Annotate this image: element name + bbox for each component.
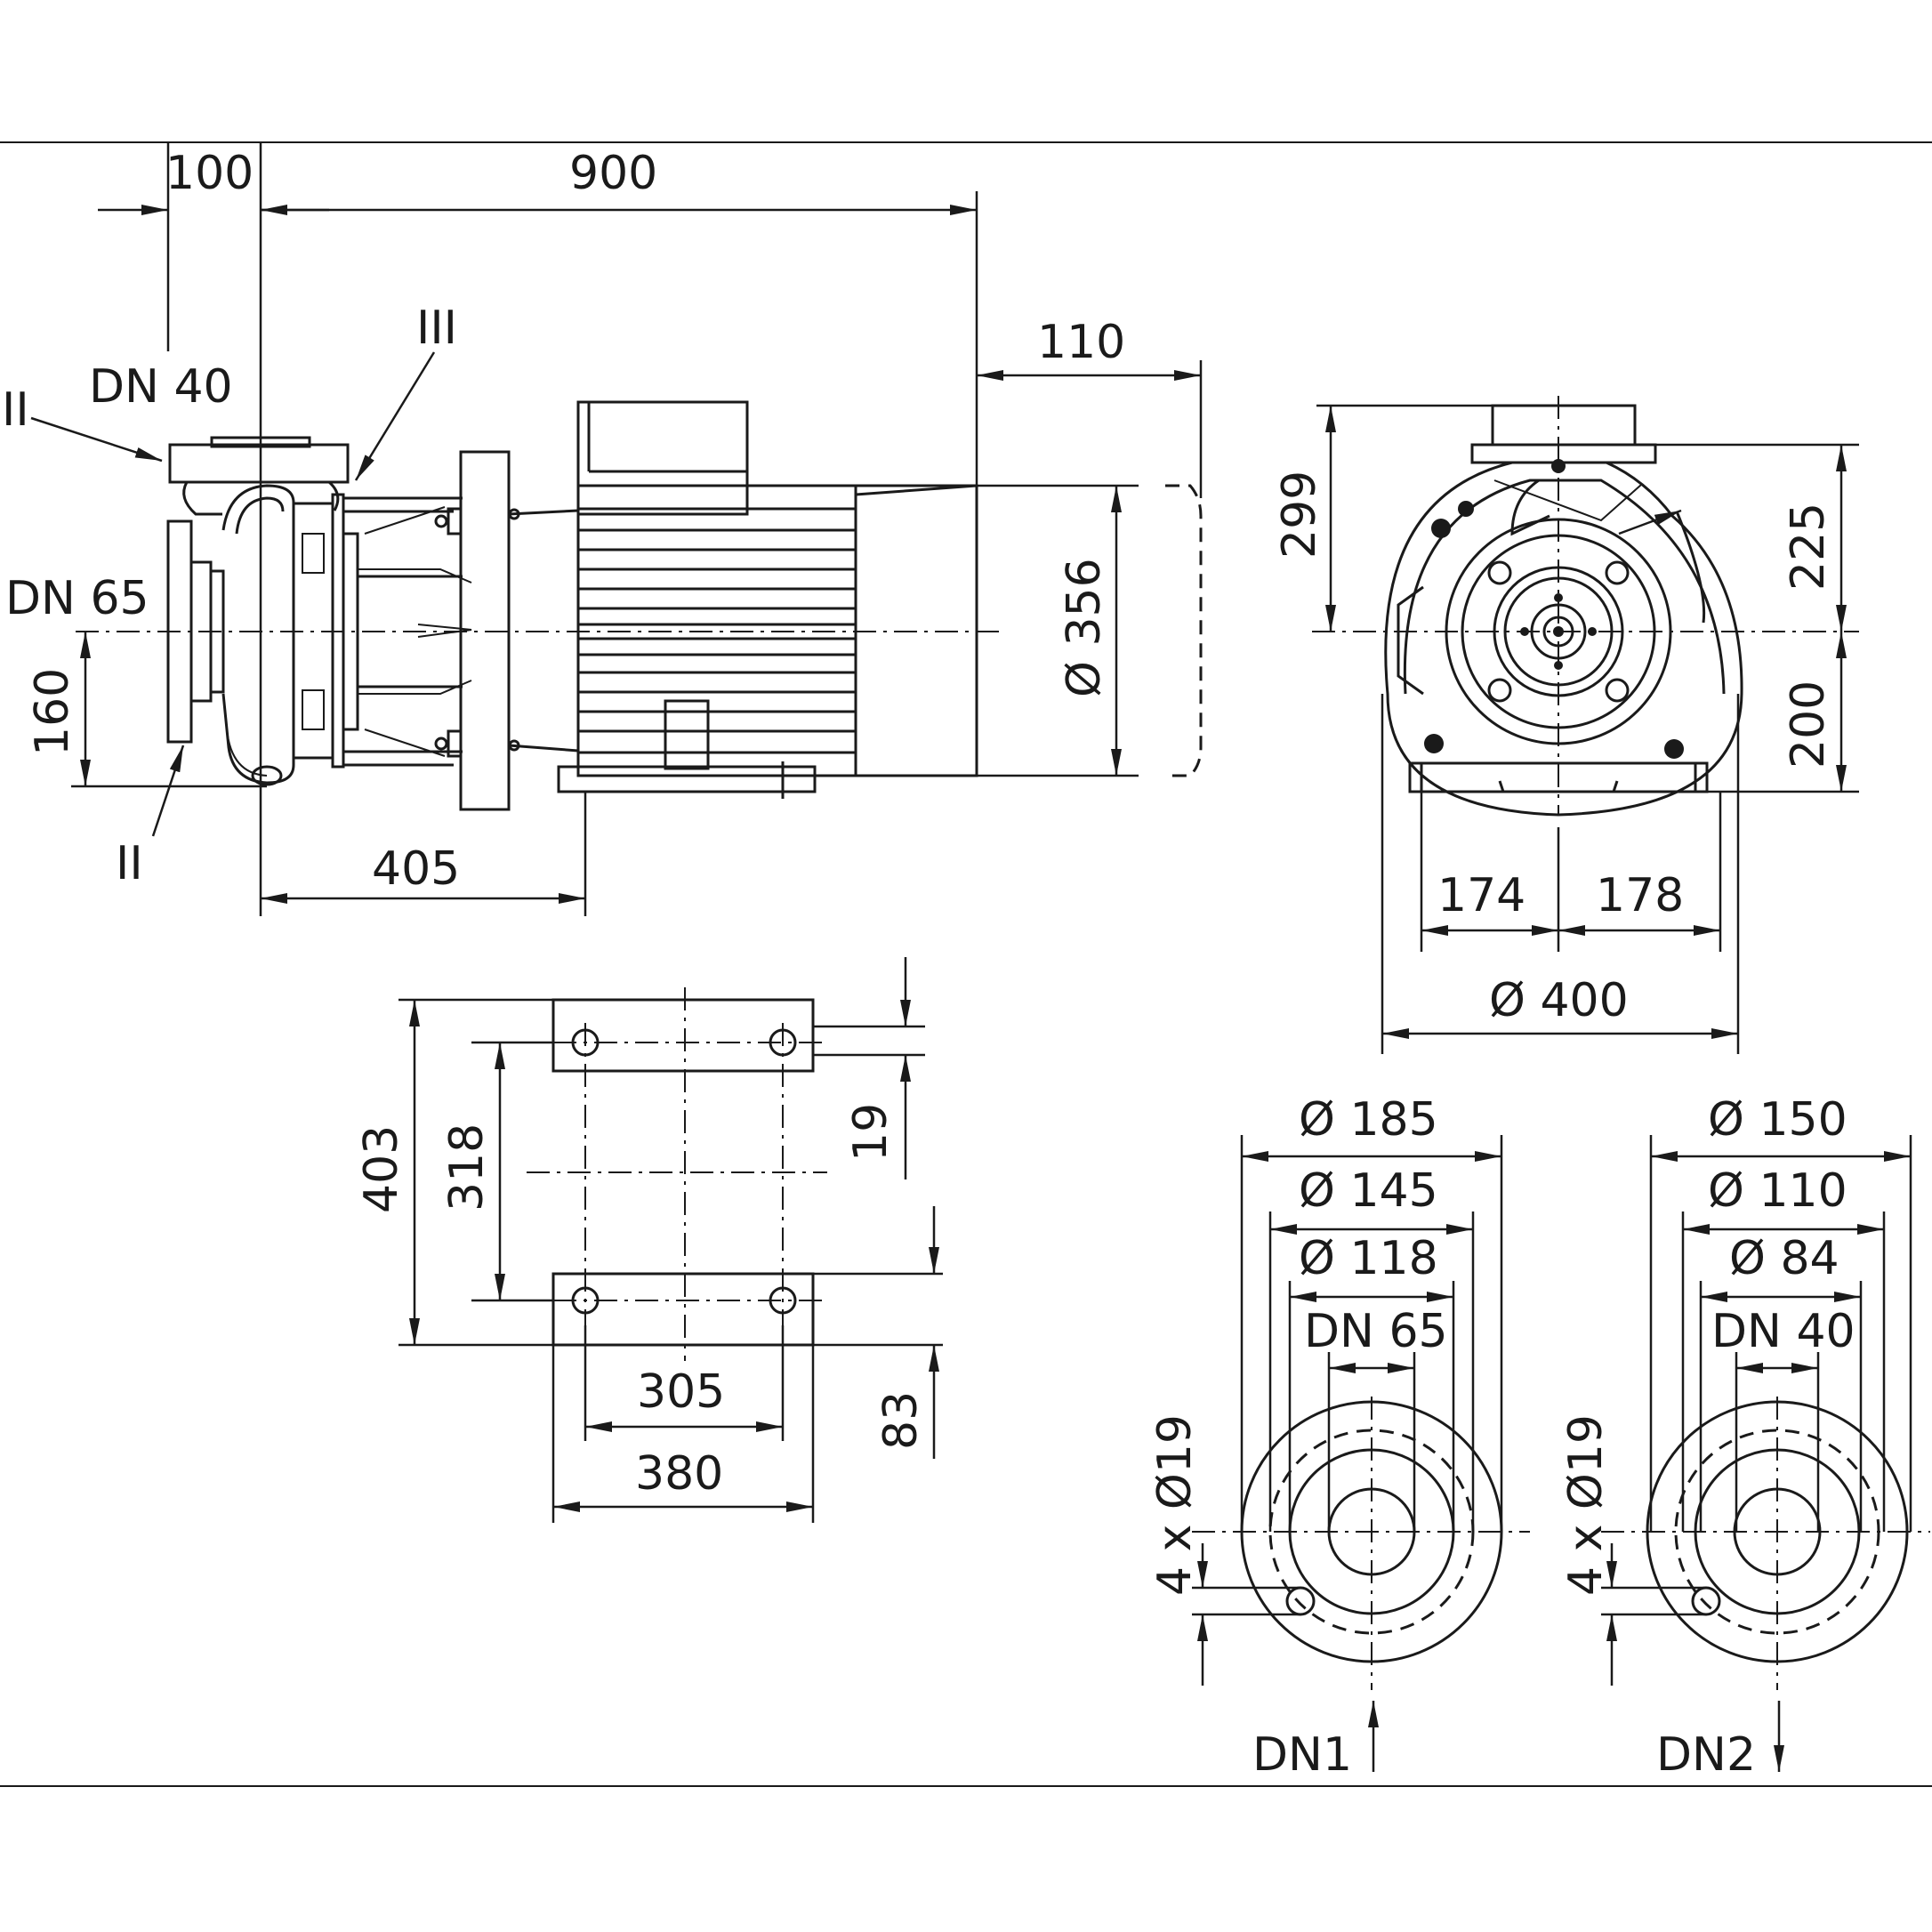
flange-dn2-dimensions xyxy=(1601,1135,1912,1772)
dn2-nominal-label: DN 40 xyxy=(1711,1305,1856,1358)
motor-flange-plate xyxy=(459,450,511,811)
dim-160-label: 160 xyxy=(26,668,79,756)
dim-178-label: 178 xyxy=(1596,869,1684,922)
base-plan: 403 318 19 83 305 380 xyxy=(355,957,943,1523)
dn2-d-bolt-circle-label: Ø 110 xyxy=(1708,1164,1847,1218)
dn2-label: DN2 xyxy=(1656,1728,1756,1782)
front-flange-circle xyxy=(1445,518,1672,745)
bolt-hole xyxy=(1285,1586,1316,1616)
view-marker-ii-bottom: II xyxy=(116,837,143,890)
dim-225-label: 225 xyxy=(1782,503,1835,591)
volute-casing xyxy=(221,484,295,785)
front-discharge-flange xyxy=(1491,404,1637,447)
front-view: 299 225 200 174 178 Ø 400 xyxy=(1273,396,1859,1054)
dim-299-label: 299 xyxy=(1273,471,1326,559)
dim-318-label: 318 xyxy=(440,1123,494,1212)
lantern-bracket xyxy=(343,496,472,767)
bolt-hole xyxy=(1691,1586,1721,1616)
flange-dn1-detail: Ø 185 Ø 145 Ø 118 DN 65 4 x Ø19 DN1 xyxy=(1148,1093,1530,1782)
dim-100-label: 100 xyxy=(165,147,254,200)
label-dn40: DN 40 xyxy=(89,360,233,414)
dim-900-label: 900 xyxy=(569,147,657,200)
dn1-d-bolt-circle-label: Ø 145 xyxy=(1299,1164,1438,1218)
discharge-flange xyxy=(168,443,350,484)
dim-19-label: 19 xyxy=(844,1103,898,1162)
dn2-d-outer-label: Ø 150 xyxy=(1708,1093,1847,1147)
fan-cowl xyxy=(854,484,978,777)
front-view-dimensions xyxy=(1316,404,1859,1054)
view-marker-iii: III xyxy=(416,302,457,355)
dim-380-label: 380 xyxy=(635,1447,723,1501)
dim-83-label: 83 xyxy=(874,1391,928,1450)
base-rail-top xyxy=(551,998,815,1073)
dn2-bolt-holes-label: 4 x Ø19 xyxy=(1559,1414,1613,1596)
dn1-label: DN1 xyxy=(1252,1728,1352,1782)
terminal-box xyxy=(576,400,749,516)
dim-d400-label: Ø 400 xyxy=(1489,974,1629,1027)
front-casing-outline xyxy=(1384,461,1743,817)
side-view-dimensions xyxy=(30,142,1203,916)
sheet-frame xyxy=(0,141,1932,1787)
motor-foot xyxy=(557,765,817,793)
flange-dn2-detail: Ø 150 Ø 110 Ø 84 DN 40 4 x Ø19 DN2 xyxy=(1559,1093,1930,1782)
motor-body xyxy=(557,400,1203,799)
dim-405-label: 405 xyxy=(372,842,460,896)
dn1-d-raised-face-label: Ø 118 xyxy=(1299,1232,1438,1285)
dim-305-label: 305 xyxy=(637,1365,725,1419)
dim-200-label: 200 xyxy=(1782,680,1835,769)
dim-403-label: 403 xyxy=(355,1125,408,1213)
dn1-nominal-label: DN 65 xyxy=(1304,1305,1448,1358)
view-marker-ii-top: II xyxy=(2,383,29,437)
label-dn65: DN 65 xyxy=(5,572,149,625)
dim-110-label: 110 xyxy=(1037,316,1125,369)
dn2-d-raised-face-label: Ø 84 xyxy=(1729,1232,1839,1285)
flange-dn1-dimensions xyxy=(1192,1135,1503,1772)
dn1-bolt-holes-label: 4 x Ø19 xyxy=(1148,1414,1202,1596)
dim-174-label: 174 xyxy=(1437,869,1525,922)
dim-d356-label: Ø 356 xyxy=(1058,558,1111,697)
side-view: 100 900 110 405 160 Ø 356 DN 40 DN 65 II… xyxy=(2,142,1203,916)
dn1-d-outer-label: Ø 185 xyxy=(1299,1093,1438,1147)
base-plan-dimensions xyxy=(398,957,943,1523)
